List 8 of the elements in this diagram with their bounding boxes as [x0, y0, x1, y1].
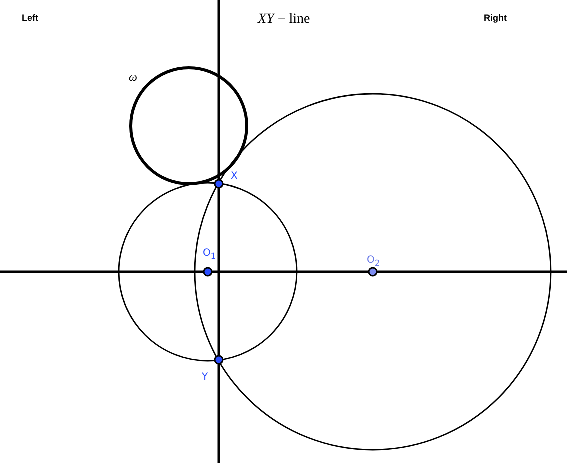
circle-label: ω	[129, 70, 138, 85]
side-label: Right	[484, 13, 507, 23]
line-label: XY − line	[258, 12, 310, 28]
point-label: Y	[202, 372, 208, 383]
point-label: X	[231, 171, 238, 182]
side-label: Left	[22, 13, 38, 23]
point-label: O$_{1}$	[203, 248, 216, 261]
point-label: O$_{2}$	[367, 255, 380, 268]
